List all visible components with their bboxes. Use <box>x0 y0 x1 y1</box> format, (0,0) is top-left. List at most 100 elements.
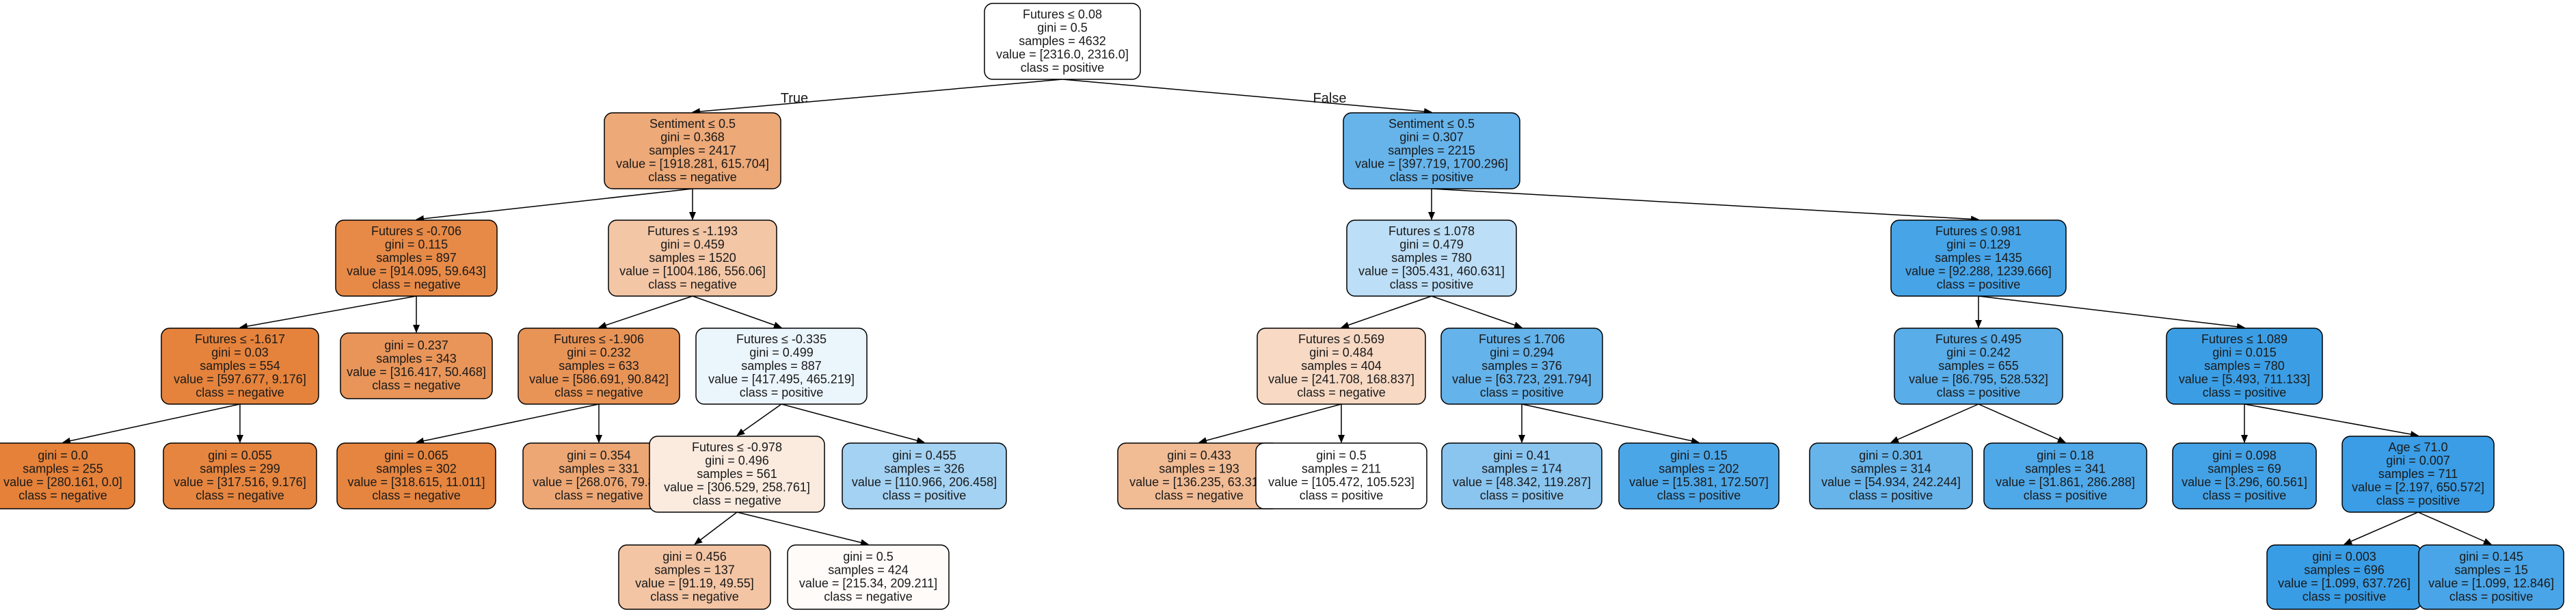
node-line: samples = 299 <box>200 462 280 476</box>
node-line: class = negative <box>824 590 913 604</box>
node-box <box>340 332 493 399</box>
node-line: samples = 341 <box>2025 462 2106 476</box>
node-line: class = negative <box>650 590 739 604</box>
node-box <box>695 328 868 405</box>
node-line: value = [318.615, 11.011] <box>348 475 485 489</box>
node-line: gini = 0.433 <box>1167 449 1231 462</box>
node-line: class = negative <box>648 278 737 291</box>
node-box <box>2342 436 2495 513</box>
node-box <box>1894 328 2063 405</box>
node-box <box>336 442 496 509</box>
edge-n14-n28 <box>2244 403 2419 438</box>
node-line: class = positive <box>1300 489 1384 503</box>
node-line: gini = 0.129 <box>1946 237 2011 251</box>
node-line: gini = 0.0 <box>38 449 88 462</box>
node-line: value = [215.34, 209.211] <box>799 576 937 590</box>
node-line: samples = 69 <box>2208 462 2281 476</box>
node-line: class = negative <box>554 489 643 503</box>
node-line: Sentiment ≤ 0.5 <box>649 117 736 131</box>
node-line: samples = 343 <box>376 352 457 366</box>
node-line: gini = 0.5 <box>1037 21 1088 34</box>
node-box <box>1257 328 1426 405</box>
node-line: samples = 561 <box>697 467 777 481</box>
node-line: value = [317.516, 9.176] <box>174 475 306 489</box>
edge-n3-n7 <box>239 295 417 330</box>
node-line: class = positive <box>1937 278 2021 291</box>
node-line: Futures ≤ -0.706 <box>371 224 461 238</box>
edge-n28-n32 <box>2417 511 2492 545</box>
node-line: class = positive <box>1937 386 2021 399</box>
node-box <box>1983 442 2147 509</box>
node-line: value = [2316.0, 2316.0] <box>996 47 1129 61</box>
node-box <box>518 328 680 405</box>
node-line: class = negative <box>554 386 643 399</box>
node-line: samples = 404 <box>1301 359 1382 373</box>
node-line: value = [2.197, 650.572] <box>2352 480 2484 494</box>
node-line: value = [397.719, 1700.296] <box>1355 157 1508 170</box>
node-line: class = negative <box>693 494 781 507</box>
node-line: gini = 0.368 <box>660 130 725 144</box>
node-line: value = [1918.281, 615.704] <box>616 157 769 170</box>
node-line: value = [91.19, 49.55] <box>635 576 754 590</box>
node-line: class = negative <box>196 489 284 503</box>
node-line: value = [305.431, 460.631] <box>1358 264 1505 278</box>
node-line: gini = 0.41 <box>1493 449 1551 462</box>
node-line: value = [268.076, 79.83] <box>533 475 665 489</box>
node-line: gini = 0.242 <box>1946 345 2011 359</box>
node-line: samples = 255 <box>23 462 103 476</box>
node-line: value = [3.296, 60.561] <box>2182 475 2307 489</box>
node-box <box>604 112 781 189</box>
node-line: samples = 1435 <box>1935 251 2022 265</box>
node-box <box>842 442 1007 509</box>
node-line: samples = 633 <box>559 359 639 373</box>
node-line: samples = 376 <box>1481 359 1562 373</box>
edge-n5-n12 <box>1431 295 1522 329</box>
node-line: Futures ≤ 1.078 <box>1388 224 1475 238</box>
edge-n4-n10 <box>692 295 782 329</box>
edge-n19-n29 <box>694 511 738 545</box>
node-line: gini = 0.065 <box>384 449 448 462</box>
node-line: class = positive <box>883 489 967 503</box>
node-line: class = positive <box>2203 489 2287 503</box>
node-box <box>608 219 777 297</box>
node-box <box>1343 112 1520 189</box>
node-box <box>335 219 498 297</box>
node-line: gini = 0.232 <box>567 345 631 359</box>
node-line: gini = 0.007 <box>2386 453 2450 467</box>
edge-n1-n3 <box>416 188 693 222</box>
node-line: gini = 0.456 <box>662 550 727 563</box>
node-line: value = [306.529, 258.761] <box>664 480 810 494</box>
node-line: value = [15.381, 172.507] <box>1629 475 1769 489</box>
node-line: Futures ≤ 0.495 <box>1935 332 2022 346</box>
node-line: class = positive <box>2450 590 2534 604</box>
node-line: value = [105.472, 105.523] <box>1268 475 1414 489</box>
node-line: class = negative <box>372 489 461 503</box>
edge-n7-n15 <box>62 403 241 444</box>
node-line: value = [241.708, 168.837] <box>1268 372 1414 386</box>
node-line: class = negative <box>372 379 461 393</box>
edge-n0-n2 <box>1062 79 1432 116</box>
node-line: samples = 302 <box>376 462 457 476</box>
node-line: Futures ≤ -1.906 <box>554 332 644 346</box>
node-line: samples = 897 <box>376 251 457 265</box>
node-line: samples = 174 <box>1481 462 1562 476</box>
edge-n2-n6 <box>1431 188 1979 223</box>
node-line: class = positive <box>1390 278 1474 291</box>
node-line: gini = 0.003 <box>2312 550 2376 563</box>
